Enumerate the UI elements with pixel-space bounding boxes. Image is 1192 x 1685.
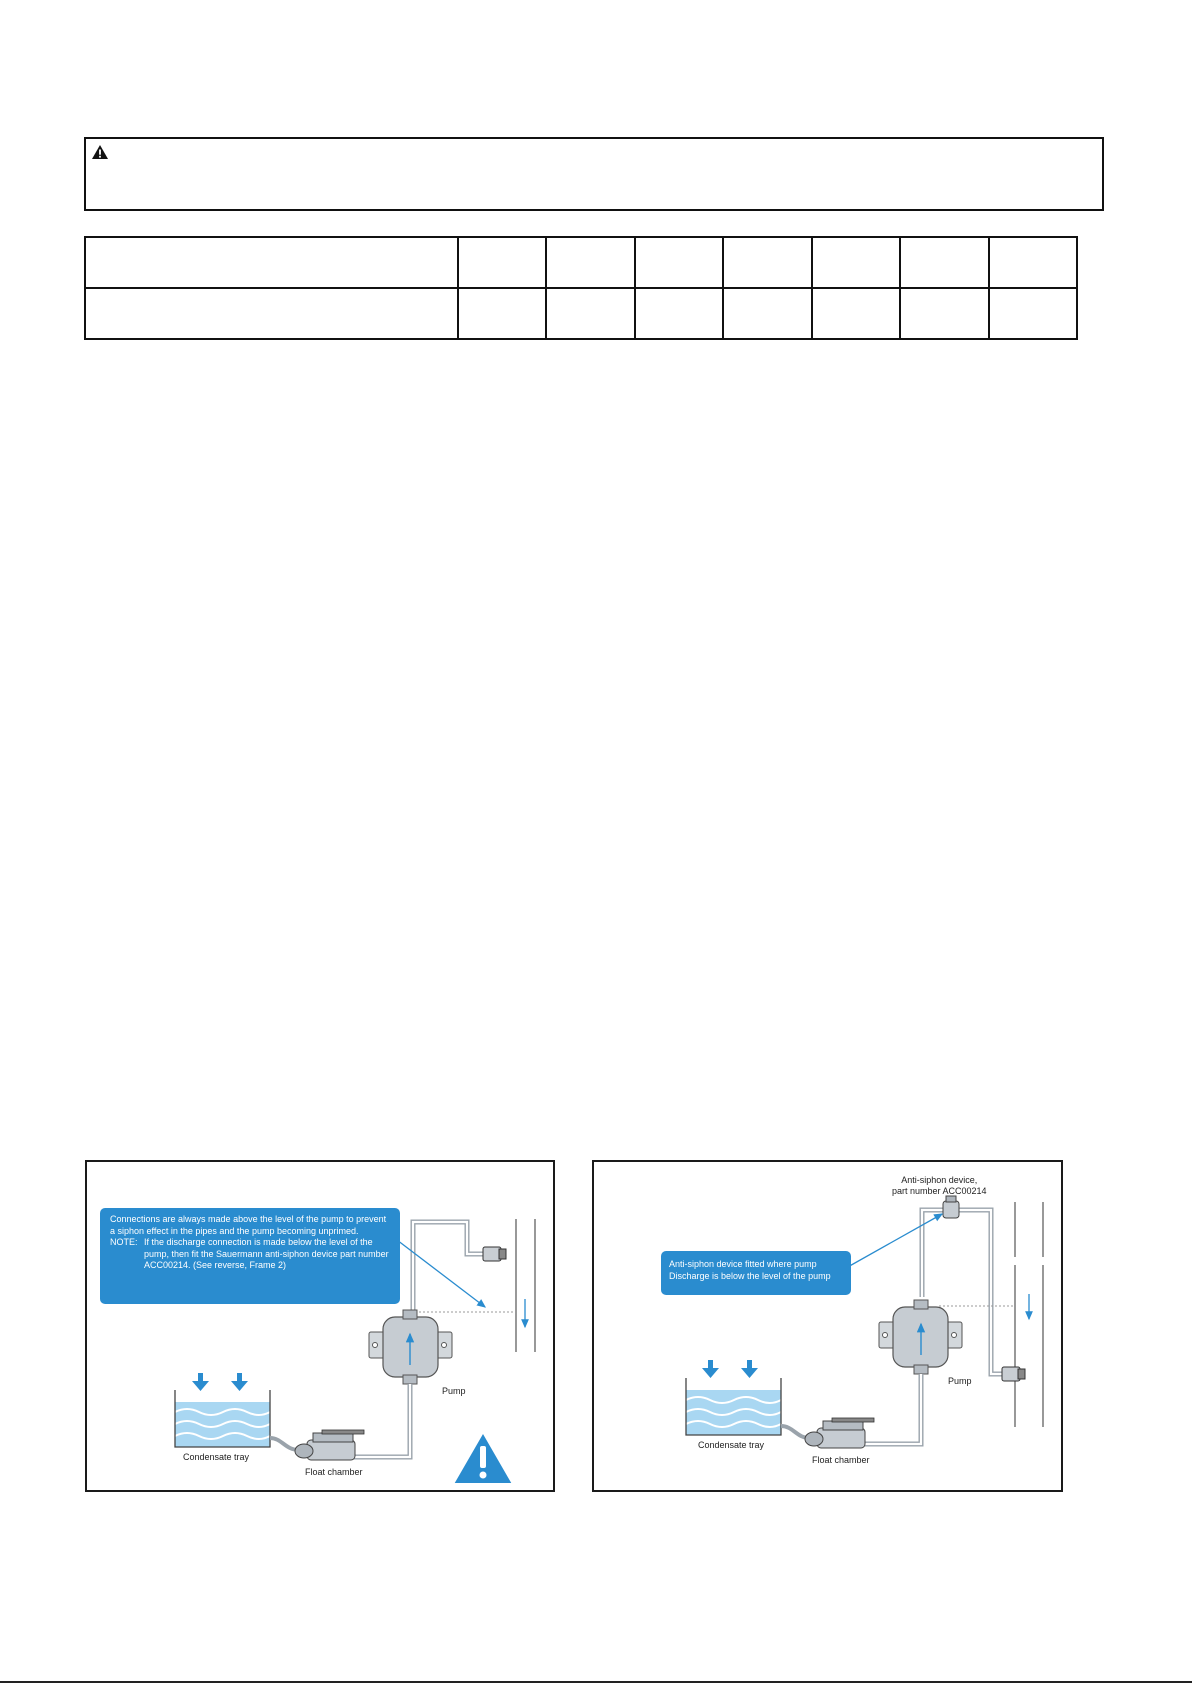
figure-anti-siphon-connection: Anti-siphon device, part number ACC00214… [592,1160,1063,1492]
table-cell [899,287,990,340]
discharge-connector [1001,1366,1026,1382]
anti-siphon-device-icon [942,1195,960,1219]
table-cell [84,287,459,340]
drip-arrow-icon [702,1360,758,1378]
condensate-tray-icon [174,1390,271,1448]
table-cell [84,236,459,289]
table-cell [722,236,813,289]
table-cell [633,236,725,289]
label-condensate-tray: Condensate tray [183,1452,250,1462]
warning-triangle-icon [92,145,108,159]
condensate-tray-icon [685,1378,782,1436]
note-label: NOTE: [110,1237,138,1248]
table-cell [722,287,813,340]
table-cell [810,236,902,289]
label-device-line1: Anti-siphon device, [901,1175,978,1185]
figure-anti-siphon-diagram [685,1195,1044,1449]
table-cell [545,287,636,340]
pump-icon [878,1299,963,1375]
label-pump: Pump [442,1386,466,1396]
drip-arrow-icon [192,1373,248,1391]
table-cell [633,287,725,340]
label-device-line2: part number ACC00214 [892,1185,987,1196]
table-row [84,287,1079,340]
table-cell [456,287,548,340]
table-cell [987,287,1079,340]
callout-info: Anti-siphon device fitted where pump Dis… [661,1251,851,1295]
table-row [84,236,1079,289]
label-condensate-tray: Condensate tray [698,1440,765,1450]
table-cell [456,236,548,289]
callout-main-text: Connections are always made above the le… [110,1214,387,1236]
label-pump: Pump [948,1376,972,1386]
discharge-connector [482,1246,507,1262]
note-text: If the discharge connection is made belo… [144,1237,389,1271]
table-cell [987,236,1079,289]
exclamation-triangle-icon [451,1429,515,1485]
float-chamber-icon [294,1429,365,1461]
warning-box [84,137,1104,211]
pump-icon [368,1309,453,1385]
callout-info: Connections are always made above the le… [100,1208,400,1304]
label-float-chamber: Float chamber [812,1455,870,1465]
page-bottom-rule [0,1681,1192,1683]
callout-note: NOTE: If the discharge connection is mad… [110,1237,390,1272]
spec-table [84,236,1079,340]
figure-standard-diagram [174,1219,536,1485]
label-float-chamber: Float chamber [305,1467,363,1477]
figure-standard-connection: Connections are always made above the le… [85,1160,555,1492]
float-chamber-icon [804,1417,875,1449]
table-cell [810,287,902,340]
table-cell [899,236,990,289]
label-anti-siphon-device: Anti-siphon device, part number ACC00214 [892,1175,987,1197]
table-cell [545,236,636,289]
